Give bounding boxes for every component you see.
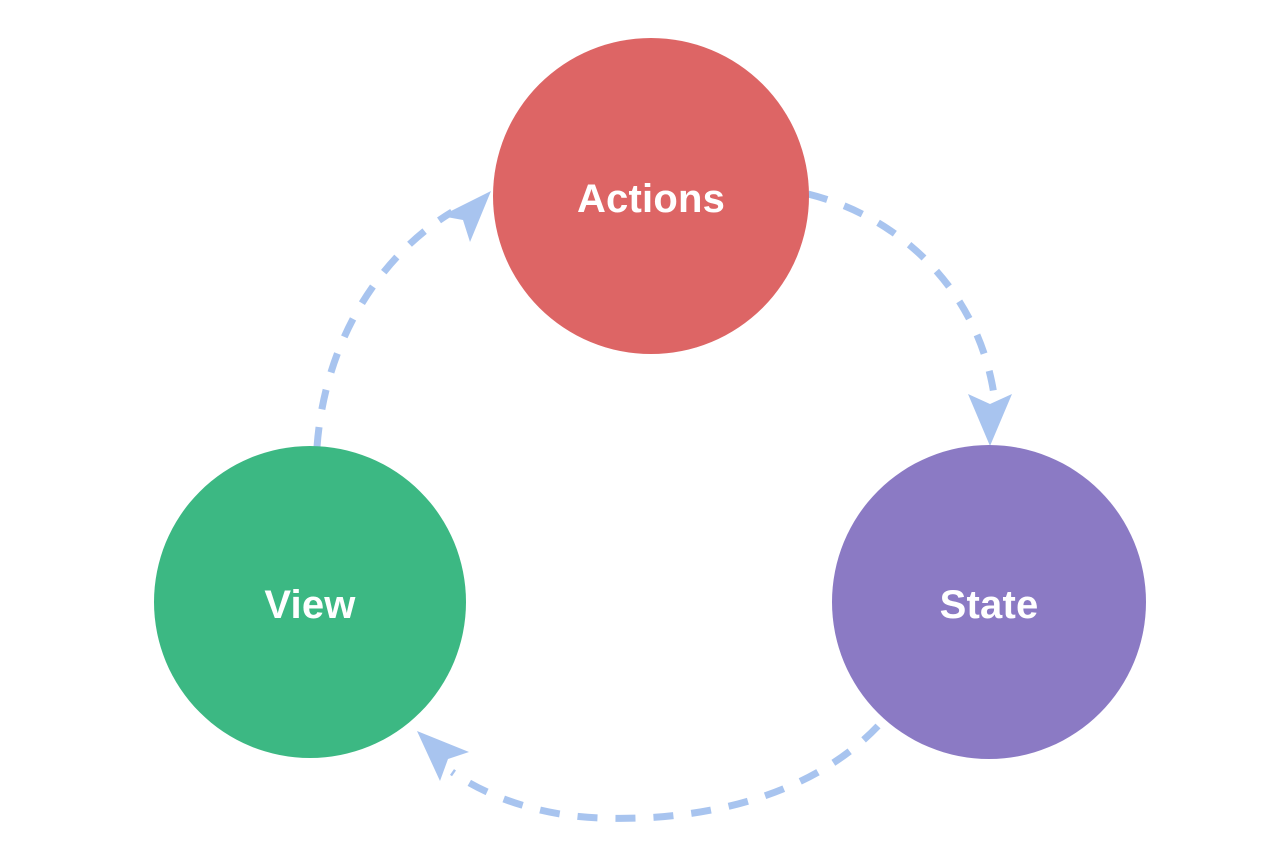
node-view-circle[interactable]: [154, 446, 466, 758]
edge-actions-to-state: [807, 190, 1012, 446]
node-view[interactable]: View: [154, 446, 466, 758]
edge-actions-to-state-arrowhead: [968, 394, 1012, 446]
edge-group: [313, 190, 1012, 822]
node-actions-label: Actions: [577, 177, 725, 221]
node-view-label: View: [264, 583, 356, 627]
edge-view-to-actions-arrowhead: [441, 191, 491, 242]
node-actions[interactable]: Actions: [493, 38, 809, 354]
edge-actions-to-state-line: [807, 190, 999, 403]
node-actions-circle[interactable]: [493, 38, 809, 354]
edge-state-to-view-line: [449, 723, 881, 822]
node-state-label: State: [940, 583, 1039, 627]
edge-view-to-actions-line: [313, 208, 454, 448]
node-state[interactable]: State: [832, 445, 1146, 759]
node-group: Actions State View: [154, 38, 1146, 759]
edge-view-to-actions: [313, 191, 491, 448]
edge-state-to-view-arrowhead: [417, 731, 469, 781]
node-state-circle[interactable]: [832, 445, 1146, 759]
edge-state-to-view: [417, 723, 881, 822]
